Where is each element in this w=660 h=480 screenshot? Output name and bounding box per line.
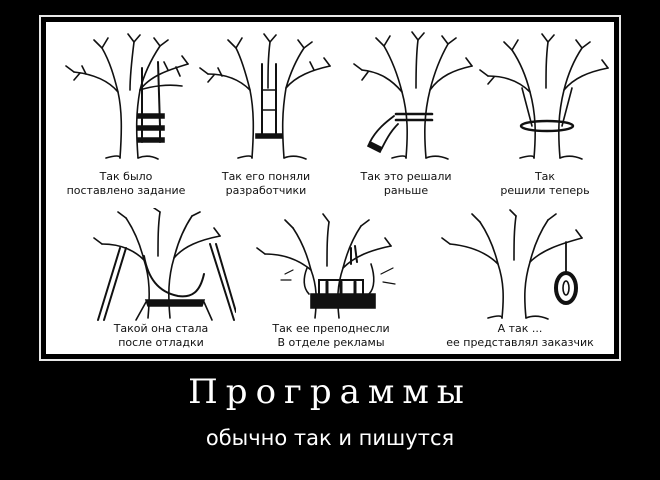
tree-seat-tied-to-trunk-drawing — [336, 30, 476, 165]
panel-2-caption-line-2: разработчики — [225, 184, 307, 197]
illustration-panel: Так было поставлено задание Так его поня… — [46, 22, 614, 354]
poster-frame: Так было поставлено задание Так его поня… — [39, 15, 621, 361]
tree-3-seat-swing-drawing — [56, 30, 196, 165]
panel-6-caption-line-2: В отделе рекламы — [277, 336, 385, 349]
panel-3-caption-line-1: Так это решали — [360, 170, 452, 183]
tree-luxury-sofa-drawing — [251, 208, 411, 323]
tree-swing-panel-1: Так было поставлено задание — [56, 30, 196, 202]
panel-4-caption-line-2: решили теперь — [500, 184, 590, 197]
panel-1-caption-line-2: поставлено задание — [66, 184, 186, 197]
panel-6-caption-line-1: Так ее преподнесли — [272, 322, 390, 335]
tree-swing-panel-5: Такой она стала после отладки — [86, 208, 236, 354]
tree-swing-through-trunk-drawing — [196, 30, 336, 165]
tree-swing-panel-4: Так решили теперь — [476, 30, 614, 202]
panel-5-caption-line-2: после отладки — [118, 336, 204, 349]
tree-propped-swing-drawing — [86, 208, 236, 323]
tree-swing-panel-3: Так это решали раньше — [336, 30, 476, 202]
tree-swing-panel-7: А так ... ее представлял заказчик — [426, 208, 614, 354]
tree-tire-swing-drawing — [426, 208, 614, 323]
panel-7-caption-line-1: А так ... — [497, 322, 543, 335]
poster-title: Программы — [188, 372, 472, 412]
tree-swing-panel-2: Так его поняли разработчики — [196, 30, 336, 202]
panel-7-caption-line-2: ее представлял заказчик — [446, 336, 594, 349]
tree-swing-panel-6: Так ее преподнесли В отделе рекламы — [251, 208, 411, 354]
panel-5-caption-line-1: Такой она стала — [113, 322, 209, 335]
poster-subtitle: обычно так и пишутся — [205, 426, 455, 450]
panel-4-caption-line-1: Так — [534, 170, 556, 183]
panel-3-caption-line-2: раньше — [383, 184, 429, 197]
panel-1-caption-line-1: Так было — [99, 170, 153, 183]
tree-ring-seat-drawing — [476, 30, 614, 165]
panel-2-caption-line-1: Так его поняли — [221, 170, 311, 183]
